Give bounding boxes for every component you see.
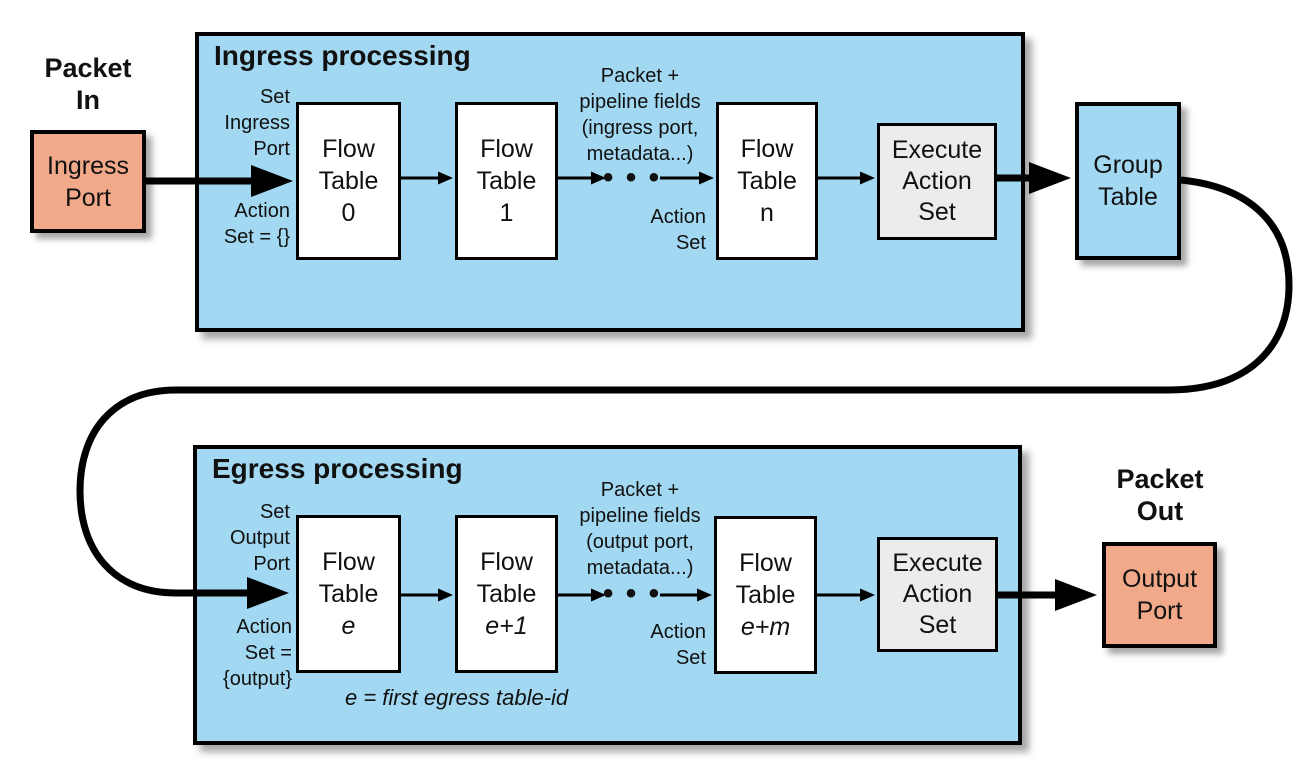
flow-table-line: Flow — [740, 135, 794, 163]
packet-out-label: Packet Out — [1099, 463, 1221, 527]
ellipsis-dots-egress: • • • — [602, 577, 662, 610]
execute-line: Action — [902, 167, 972, 195]
flow-table-line: 0 — [341, 199, 356, 227]
flow-table-line: n — [760, 199, 774, 227]
ingress-port-line1: Ingress — [47, 151, 129, 180]
execute-line: Set — [918, 611, 957, 639]
flow-table-line: Flow — [322, 548, 375, 576]
flow-table-line: 1 — [499, 199, 514, 227]
packet-out-line2: Out — [1136, 496, 1184, 526]
ingress-panel-title: Ingress processing — [214, 40, 471, 71]
ingress-pipeline-fields-note: Packet + pipeline fields (ingress port, … — [545, 63, 735, 167]
packet-in-label: Packet In — [25, 52, 151, 116]
ellipsis-dots-ingress: • • • — [602, 161, 662, 194]
flow-table-line: Flow — [322, 135, 375, 163]
flow-table-line: Table — [737, 167, 797, 195]
packet-in-line2: In — [76, 85, 100, 115]
execute-line: Set — [918, 198, 956, 226]
output-port-line1: Output — [1121, 565, 1198, 593]
egress-pipeline-fields-note: Packet + pipeline fields (output port, m… — [545, 477, 735, 581]
ingress-set-port-note: Set Ingress Port — [198, 84, 290, 162]
flow-table-line: e — [341, 612, 356, 640]
ingress-action-set-note: Action Set — [618, 204, 706, 256]
note-line: Set = — [244, 642, 292, 664]
note-line: Set — [675, 647, 706, 669]
note-line: metadata...) — [586, 143, 694, 165]
ingress-port-line2: Port — [65, 183, 111, 212]
note-line: Set — [259, 86, 290, 108]
note-line: (ingress port, — [581, 117, 699, 139]
note-line: pipeline fields — [579, 505, 701, 527]
output-port-line2: Port — [1136, 597, 1183, 625]
execute-line: Execute — [891, 136, 983, 164]
flow-table-line: Table — [735, 581, 796, 609]
egress-panel-title: Egress processing — [212, 453, 463, 484]
flow-table-e1-box: Flow Table e+1 — [455, 515, 558, 673]
note-line: Packet + — [600, 65, 680, 87]
flow-table-1-box: Flow Table 1 — [455, 102, 558, 260]
ingress-action-set-init-note: Action Set = {} — [188, 198, 290, 250]
egress-table-id-note: e = first egress table-id — [345, 685, 569, 710]
note-line: Action — [650, 621, 706, 643]
flow-table-line: Flow — [480, 135, 533, 163]
execute-line: Execute — [892, 549, 983, 577]
packet-in-line1: Packet — [44, 53, 132, 83]
note-line: Action — [650, 206, 706, 228]
flow-table-e-box: Flow Table e — [296, 515, 401, 673]
note-line: Set = {} — [223, 226, 290, 248]
note-line: Port — [253, 138, 290, 160]
note-line: pipeline fields — [579, 91, 701, 113]
flow-table-line: e+m — [740, 613, 791, 641]
note-line: Ingress — [224, 112, 290, 134]
packet-out-line1: Packet — [1116, 464, 1204, 494]
flow-table-line: Table — [476, 167, 537, 195]
note-line: Port — [253, 553, 290, 575]
egress-execute-action-set-box: Execute Action Set — [877, 537, 998, 652]
note-line: Output — [229, 527, 290, 549]
flow-table-line: Table — [318, 167, 379, 195]
group-table-box: Group Table — [1075, 102, 1181, 260]
execute-line: Action — [902, 580, 973, 608]
egress-action-set-init-note: Action Set = {output} — [180, 614, 292, 692]
group-table-line: Table — [1098, 183, 1158, 211]
flow-table-line: e+1 — [485, 612, 528, 640]
group-table-line: Group — [1093, 151, 1163, 179]
ingress-execute-action-set-box: Execute Action Set — [877, 123, 997, 240]
flow-table-line: Flow — [480, 548, 533, 576]
note-line: Packet + — [600, 479, 680, 501]
note-line: Action — [234, 200, 290, 222]
flow-table-0-box: Flow Table 0 — [296, 102, 401, 260]
egress-set-port-note: Set Output Port — [195, 499, 290, 577]
note-line: {output} — [223, 668, 292, 690]
note-line: Action — [236, 616, 292, 638]
note-line: Set — [675, 232, 706, 254]
egress-action-set-note: Action Set — [618, 619, 706, 671]
note-line: (output port, — [586, 531, 694, 553]
flow-table-line: Table — [476, 580, 537, 608]
flow-table-line: Flow — [739, 549, 792, 577]
note-line: Set — [259, 501, 290, 523]
ingress-port-box: Ingress Port — [30, 130, 146, 233]
flow-table-line: Table — [318, 580, 379, 608]
output-port-box: Output Port — [1102, 542, 1217, 648]
